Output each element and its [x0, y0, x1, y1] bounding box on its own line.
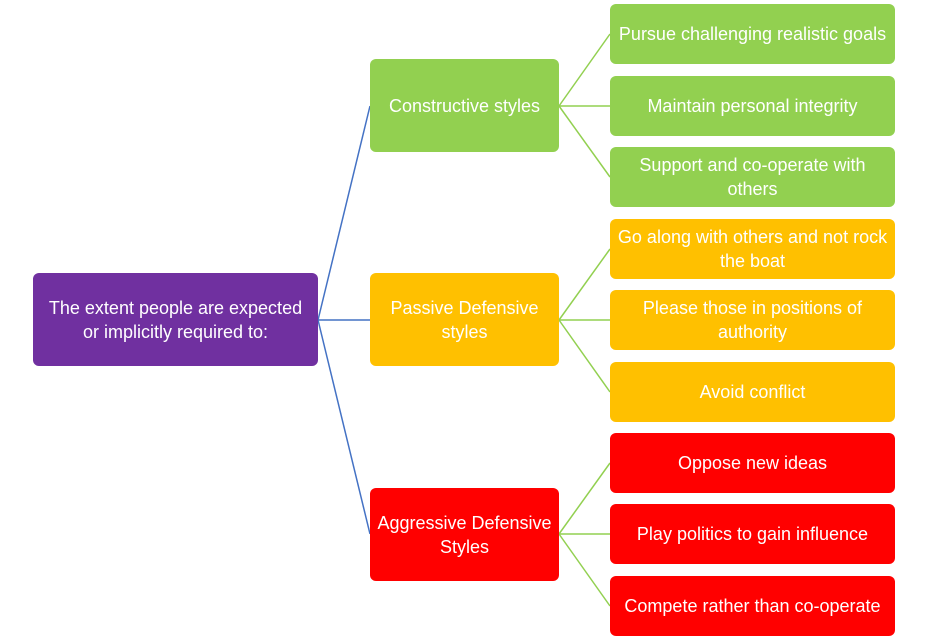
leaf-maintain-integrity: Maintain personal integrity [610, 76, 895, 136]
leaf-support-cooperate: Support and co-operate with others [610, 147, 895, 207]
leaf-go-along: Go along with others and not rock the bo… [610, 219, 895, 279]
leaf-please-authority: Please those in positions of authority [610, 290, 895, 350]
leaf-avoid-conflict: Avoid conflict [610, 362, 895, 422]
leaf-label: Avoid conflict [699, 382, 806, 402]
root-node: The extent people are expected or implic… [33, 273, 318, 366]
category-label: Aggressive Defensive Styles [377, 512, 552, 557]
connector-aggressive-1 [558, 462, 611, 535]
leaf-play-politics: Play politics to gain influence [610, 504, 895, 564]
connector-constructive-3 [558, 105, 611, 178]
root-node-label: The extent people are expected or implic… [48, 297, 303, 342]
leaf-compete: Compete rather than co-operate [610, 576, 895, 636]
leaf-label: Support and co-operate with others [639, 155, 866, 199]
category-label: Passive Defensive styles [390, 297, 539, 342]
leaf-label: Go along with others and not rock the bo… [617, 227, 888, 271]
connector-root-constructive [317, 105, 371, 321]
leaf-label: Pursue challenging realistic goals [618, 24, 887, 44]
category-aggressive-defensive-styles: Aggressive Defensive Styles [370, 488, 559, 581]
leaf-label: Maintain personal integrity [647, 96, 858, 116]
leaf-oppose-ideas: Oppose new ideas [610, 433, 895, 493]
category-passive-defensive-styles: Passive Defensive styles [370, 273, 559, 366]
leaf-label: Compete rather than co-operate [624, 596, 881, 616]
connector-passive-1 [558, 248, 611, 321]
connector-passive-3 [558, 319, 611, 393]
leaf-label: Play politics to gain influence [636, 524, 869, 544]
leaf-label: Please those in positions of authority [642, 298, 863, 342]
connector-constructive-1 [558, 33, 611, 107]
leaf-pursue-goals: Pursue challenging realistic goals [610, 4, 895, 64]
leaf-label: Oppose new ideas [677, 453, 828, 473]
category-constructive-styles: Constructive styles [370, 59, 559, 152]
connector-root-aggressive [317, 319, 371, 535]
category-label: Constructive styles [388, 95, 541, 116]
connector-aggressive-3 [558, 533, 611, 607]
